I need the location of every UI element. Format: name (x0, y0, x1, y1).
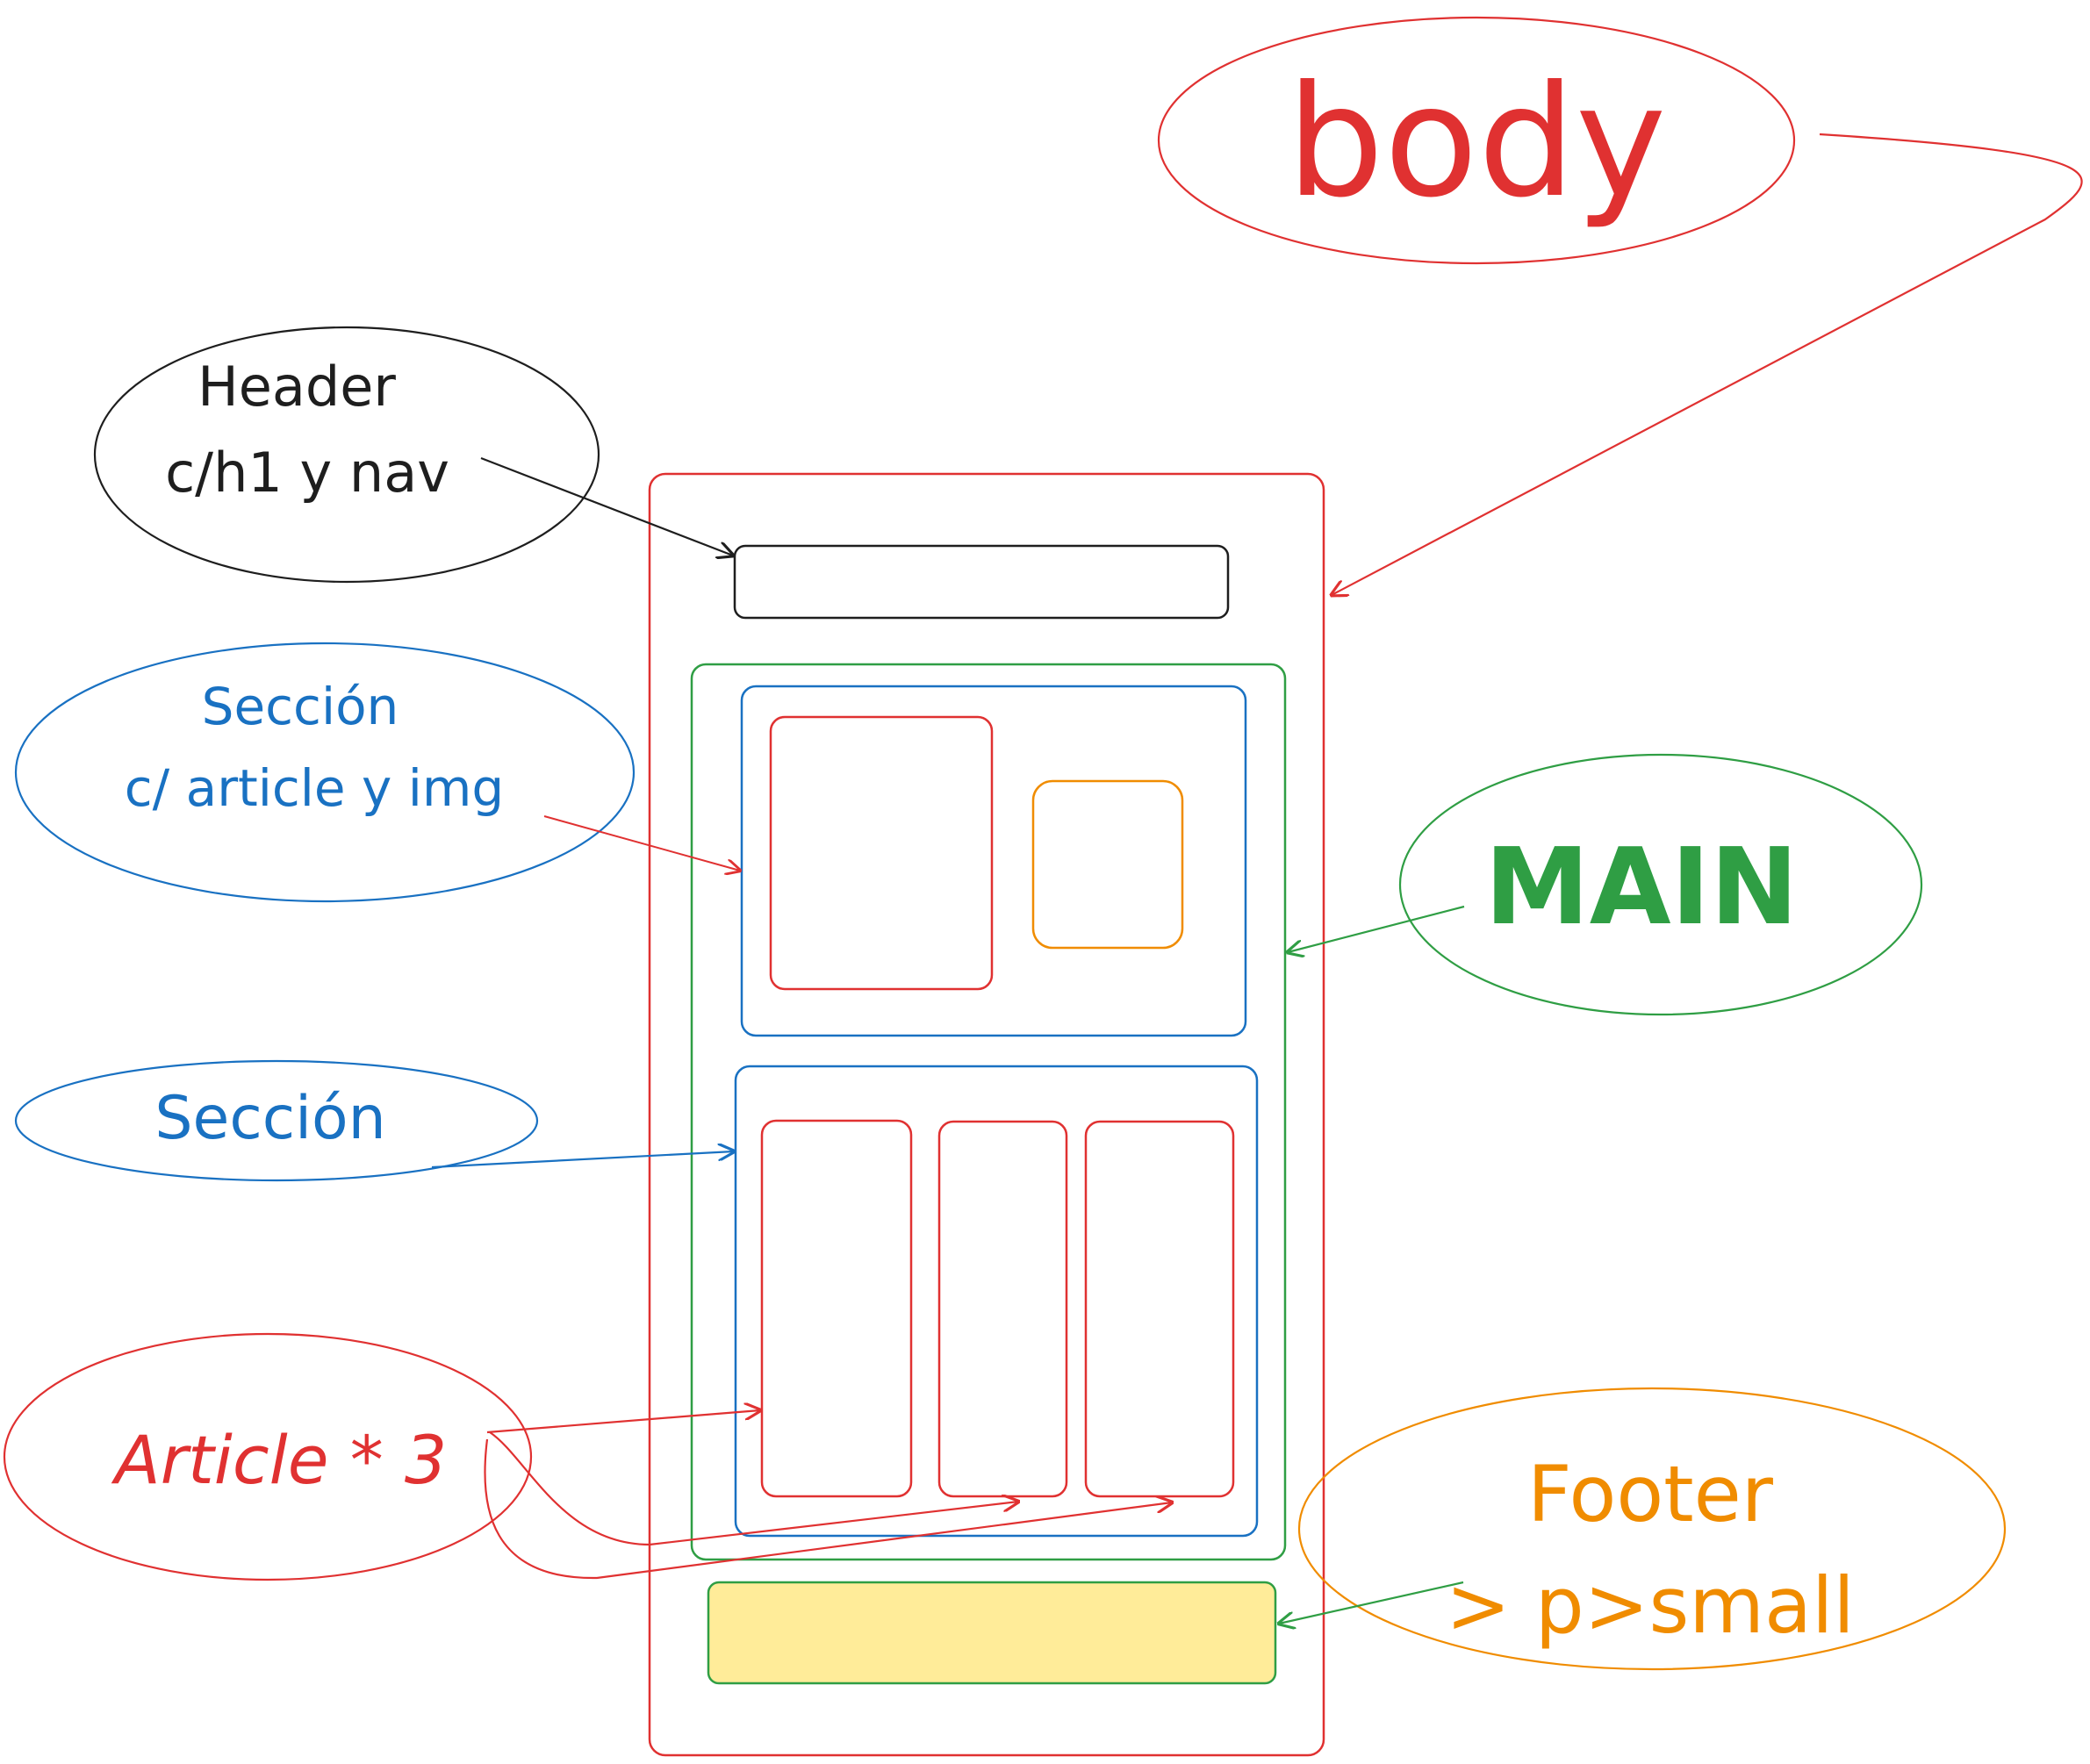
body-ellipse (1157, 16, 1796, 265)
header-arrow (480, 456, 733, 556)
article-arrow-2 (489, 1431, 1018, 1546)
seccion-2-ellipse (14, 1059, 539, 1182)
article-box (769, 715, 994, 991)
img-box (1031, 779, 1184, 950)
footer-arrow (1279, 1581, 1464, 1624)
main-arrow (1288, 905, 1465, 952)
seccion-2-label: Sección (154, 1084, 385, 1153)
article-box-1 (760, 1119, 913, 1498)
article-box-2 (937, 1120, 1068, 1498)
header-label-line1: Header (198, 355, 396, 419)
seccion-1-label-line2: c/ article y img (125, 758, 504, 818)
article-label: Article * 3 (111, 1421, 447, 1499)
body-label: body (1287, 54, 1667, 232)
seccion-1-arrow (543, 815, 740, 871)
seccion-2-arrow (431, 1151, 734, 1169)
body-arrow (1332, 133, 2083, 595)
article-arrow-1 (486, 1410, 760, 1434)
header-ellipse (93, 326, 600, 584)
body-box (648, 472, 1325, 1757)
section-1-box (740, 685, 1247, 1037)
header-box (733, 544, 1230, 620)
article-box-3 (1084, 1120, 1235, 1498)
main-ellipse (1398, 753, 1923, 1016)
article-arrow-3 (484, 1438, 1172, 1580)
header-label-line2: c/h1 y nav (165, 441, 449, 505)
footer-box (707, 1581, 1277, 1685)
seccion-1-label-line1: Sección (202, 677, 399, 736)
footer-label-line2: > p>small (1446, 1560, 1855, 1651)
main-label: MAIN (1484, 827, 1798, 949)
main-box (690, 663, 1287, 1561)
footer-ellipse (1297, 1387, 2007, 1671)
footer-label-line1: Footer (1527, 1449, 1774, 1539)
section-2-box (734, 1065, 1259, 1538)
article-ellipse (3, 1332, 533, 1581)
seccion-1-ellipse (14, 642, 636, 903)
